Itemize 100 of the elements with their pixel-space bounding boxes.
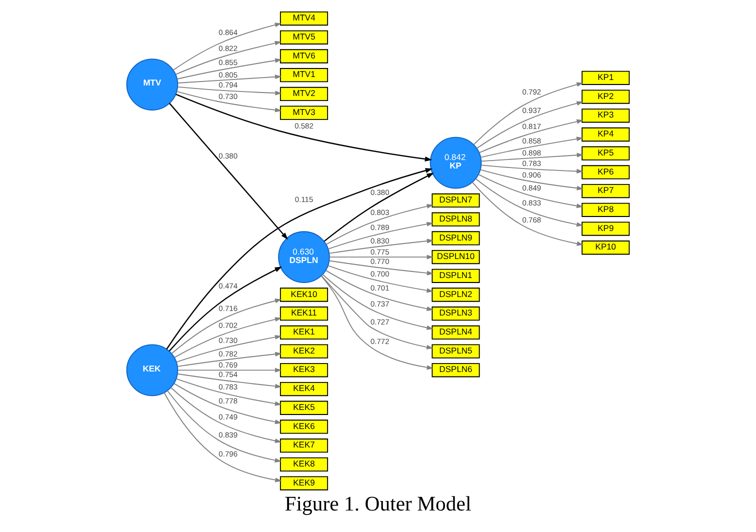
node-box: DSPLN5 (432, 344, 480, 358)
edge-label: 0.700 (370, 269, 390, 278)
edge-label: 0.775 (370, 248, 390, 257)
edge-label: 0.849 (522, 183, 542, 192)
edge-label: 0.783 (218, 382, 238, 392)
arrow (177, 368, 282, 372)
node-box: KP5 (582, 146, 630, 160)
edge-label: 0.796 (218, 449, 238, 458)
arrow (320, 276, 434, 370)
arrow (326, 204, 434, 245)
edge-label: 0.782 (218, 349, 238, 358)
edge-label: 0.864 (218, 28, 238, 37)
edge-label: 0.770 (370, 257, 390, 266)
node-circle: 0.842 KP (430, 136, 482, 189)
node-box: MTV1 (280, 68, 328, 82)
node-box: DSPLN1 (432, 268, 480, 283)
arrow (170, 387, 282, 444)
edge-label: 0.855 (218, 58, 238, 68)
node-box: KEK4 (280, 382, 328, 396)
edge-label: 0.822 (218, 44, 238, 53)
arrow (325, 270, 434, 311)
edge-label: 0.833 (522, 198, 542, 208)
edge-label: 0.839 (218, 430, 238, 440)
arrow (176, 58, 282, 80)
node-box: DSPLN4 (432, 325, 480, 340)
edge-label: 0.115 (294, 194, 314, 204)
arrow (328, 265, 434, 293)
arrow (176, 94, 432, 162)
edge-label: 0.380 (218, 151, 238, 160)
edge-label: 0.754 (218, 370, 238, 380)
node-box: KP2 (582, 90, 630, 104)
arrow (476, 101, 584, 149)
edge-label: 0.778 (218, 396, 238, 406)
arrow (177, 352, 282, 367)
arrow (478, 119, 584, 154)
node-box: MTV3 (280, 106, 328, 120)
arrow (173, 22, 282, 70)
node-box: KEK11 (280, 306, 328, 321)
node-box: KEK2 (280, 344, 328, 358)
node-circle: MTV (126, 58, 178, 110)
arrow (177, 373, 282, 388)
edge-label: 0.817 (522, 122, 542, 132)
arrow (166, 168, 433, 350)
node-box: MTV5 (280, 30, 328, 44)
arrow (478, 174, 584, 208)
node-box: MTV4 (280, 11, 328, 26)
edge-label: 0.803 (370, 208, 390, 217)
arrow (174, 383, 282, 424)
node-box: KP1 (582, 70, 630, 85)
arrow (324, 172, 434, 242)
arrow (169, 102, 288, 240)
node-box: KEK9 (280, 476, 328, 490)
edge-label: 0.906 (522, 170, 542, 180)
edge-label: 0.898 (522, 148, 542, 158)
edge-label: 0.858 (522, 136, 542, 146)
edge-label: 0.716 (218, 304, 238, 314)
node-box: KP9 (582, 222, 630, 236)
arrow (328, 238, 434, 254)
node-box: KP7 (582, 184, 630, 198)
edge-label: 0.772 (370, 337, 390, 346)
arrow (480, 169, 584, 190)
node-box: KP3 (582, 108, 630, 123)
arrow (176, 334, 282, 363)
arrow (321, 275, 434, 350)
node-box: DSPLN9 (432, 231, 480, 246)
node-box: DSPLN6 (432, 363, 480, 378)
arrow (473, 82, 584, 146)
arrow (175, 40, 282, 75)
arrow (328, 222, 434, 250)
node-box: DSPLN8 (432, 212, 480, 226)
arrow (176, 90, 282, 112)
node-box: KEK1 (280, 325, 328, 340)
edge-label: 0.702 (218, 321, 238, 330)
node-box: DSPLN2 (432, 288, 480, 302)
edge-label: 0.794 (218, 80, 238, 90)
node-box: KP8 (582, 202, 630, 217)
edge-label: 0.701 (370, 283, 390, 292)
node-box: KEK7 (280, 438, 328, 453)
node-box: MTV2 (280, 86, 328, 102)
edge-label: 0.830 (370, 236, 390, 246)
arrow (168, 266, 282, 352)
edge-label: 0.737 (370, 299, 390, 308)
arrow (475, 178, 584, 227)
node-box: KEK5 (280, 400, 328, 415)
edge-label: 0.380 (370, 188, 390, 198)
arrow (167, 390, 282, 463)
node-box: KP6 (582, 165, 630, 180)
node-circle: KEK (126, 344, 178, 396)
node-box: DSPLN10 (432, 250, 480, 264)
arrow (164, 392, 282, 482)
arrow (176, 378, 282, 406)
edge-label: 0.730 (218, 336, 238, 346)
node-box: DSPLN7 (432, 193, 480, 208)
edge-label: 0.727 (370, 317, 390, 326)
arrow (174, 317, 282, 358)
arrow (480, 164, 584, 174)
arrow (322, 274, 434, 330)
edge-label: 0.768 (522, 216, 542, 225)
node-box: KEK6 (280, 420, 328, 434)
node-box: KEK3 (280, 363, 328, 378)
